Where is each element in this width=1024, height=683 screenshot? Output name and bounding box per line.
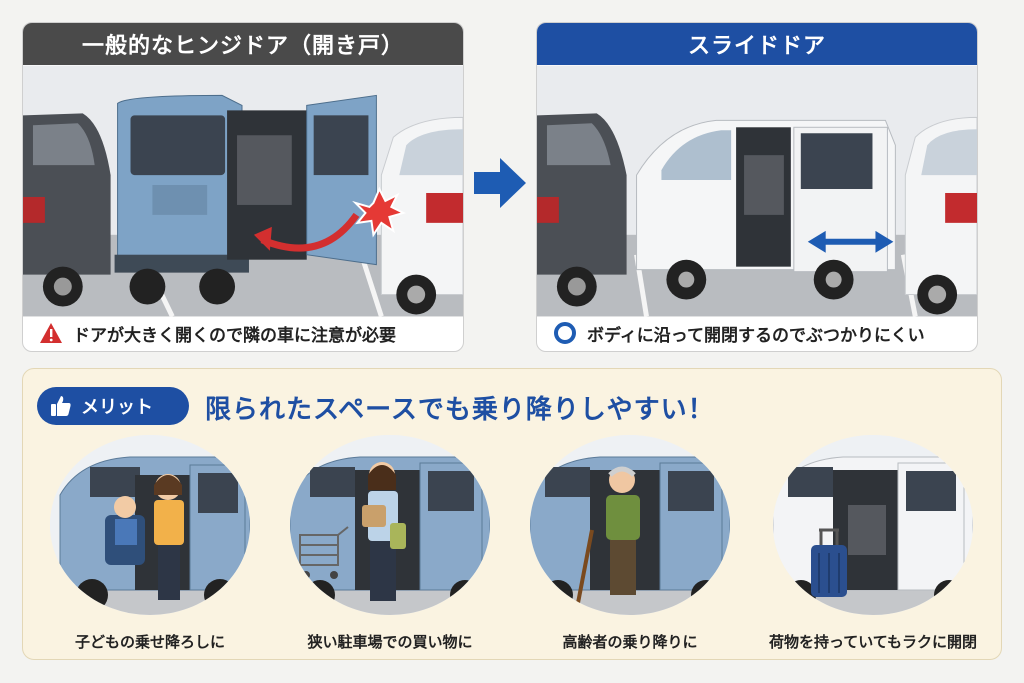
- slide-door-title: スライドドア: [537, 23, 977, 65]
- merit-section: メリット 限られたスペースでも乗り降りしやすい！: [22, 368, 1002, 660]
- scene-luggage-illustration: [773, 435, 973, 615]
- white-van: [636, 119, 896, 300]
- slide-door-benefit: ボディに沿って開閉するのでぶつかりにくい: [537, 315, 977, 351]
- scene-shopping-caption: 狭い駐車場での買い物に: [307, 633, 473, 651]
- hinge-door-panel: 一般的なヒンジドア（開き戸）: [22, 22, 464, 352]
- slide-door-illustration: [537, 65, 977, 317]
- merit-headline: 限られたスペースでも乗り降りしやすい！: [205, 395, 715, 425]
- hinge-door-title: 一般的なヒンジドア（開き戸）: [23, 23, 463, 65]
- hinge-door-warning: ドアが大きく開くので隣の車に注意が必要: [23, 315, 463, 351]
- merit-badge: メリット: [37, 387, 189, 425]
- parked-dark-car: [537, 113, 627, 307]
- circle-ok-icon: [553, 321, 577, 345]
- parked-white-car: [380, 116, 463, 315]
- merit-badge-label: メリット: [81, 397, 153, 418]
- parked-dark-car: [23, 113, 111, 307]
- thumbs-up-icon: [49, 394, 73, 418]
- scene-child: 子どもの乗せ降ろしに: [45, 435, 255, 651]
- slide-double-arrow-icon: [807, 230, 894, 253]
- parked-white-car: [904, 116, 977, 315]
- scene-elderly-caption: 高齢者の乗り降りに: [562, 633, 698, 651]
- scene-child-illustration: [50, 435, 250, 615]
- hinge-door-illustration: [23, 65, 463, 317]
- scene-luggage: 荷物を持っていてもラクに開閉: [768, 435, 978, 651]
- right-arrow-icon: [474, 158, 526, 208]
- impact-burst-icon: [352, 186, 407, 238]
- hinge-door-warning-text: ドアが大きく開くので隣の車に注意が必要: [73, 325, 396, 346]
- slide-door-panel: スライドドア: [536, 22, 978, 352]
- scene-shopping: 狭い駐車場での買い物に: [285, 435, 495, 651]
- scene-elderly-illustration: [530, 435, 730, 615]
- slide-door-benefit-text: ボディに沿って開閉するのでぶつかりにくい: [587, 325, 925, 346]
- scene-luggage-caption: 荷物を持っていてもラクに開閉: [768, 633, 978, 651]
- scene-shopping-illustration: [290, 435, 490, 615]
- scene-child-caption: 子どもの乗せ降ろしに: [74, 633, 225, 651]
- scene-elderly: 高齢者の乗り降りに: [525, 435, 735, 651]
- warning-triangle-icon: [39, 322, 63, 344]
